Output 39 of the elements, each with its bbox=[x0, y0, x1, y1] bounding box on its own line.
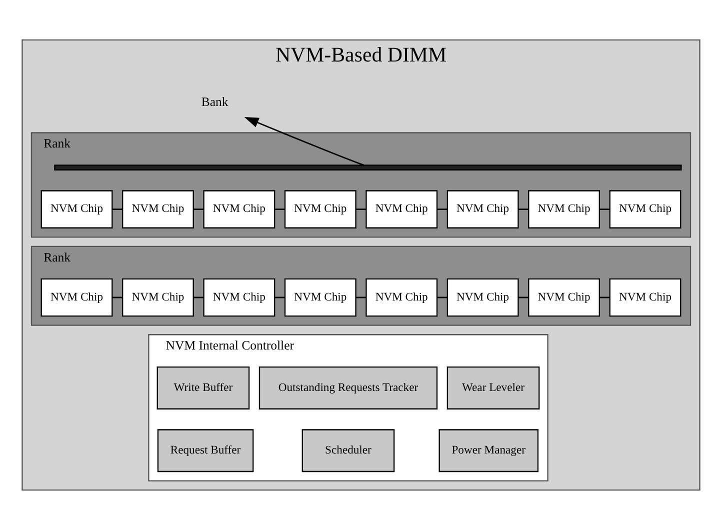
connector bbox=[518, 296, 528, 298]
node-box: NVM Chip bbox=[40, 278, 113, 316]
connector bbox=[518, 208, 528, 210]
node-box: NVM Chip bbox=[609, 190, 682, 228]
node-box: Wear Leveler bbox=[446, 366, 540, 409]
node-box: Outstanding Requests Tracker bbox=[258, 366, 438, 409]
node-box: NVM Chip bbox=[40, 190, 113, 228]
node-box: NVM Chip bbox=[366, 190, 438, 228]
node-text: Bank bbox=[201, 94, 228, 108]
node-bar bbox=[54, 164, 682, 170]
connector bbox=[437, 208, 448, 210]
node-box: Request Buffer bbox=[157, 428, 254, 472]
connector bbox=[112, 208, 122, 210]
node-box: NVM Chip bbox=[366, 278, 438, 316]
connector bbox=[194, 296, 204, 298]
node-box: NVM Chip bbox=[203, 278, 276, 316]
node-box: NVM Chip bbox=[203, 190, 276, 228]
connector bbox=[356, 208, 366, 210]
node-box: NVM Chip bbox=[284, 278, 356, 316]
arrow bbox=[244, 116, 364, 166]
connector bbox=[600, 296, 610, 298]
connector bbox=[274, 208, 285, 210]
node-box: Power Manager bbox=[438, 428, 538, 472]
node-box: NVM Chip bbox=[122, 190, 194, 228]
connector bbox=[600, 208, 610, 210]
node-box: NVM Chip bbox=[446, 190, 519, 228]
node-box: NVM Chip bbox=[609, 278, 682, 316]
node-box: NVM Chip bbox=[446, 278, 519, 316]
connector bbox=[194, 208, 204, 210]
node-box: NVM Chip bbox=[528, 190, 600, 228]
connector bbox=[437, 296, 448, 298]
node-box: NVM Chip bbox=[122, 278, 194, 316]
node-box: NVM Chip bbox=[528, 278, 600, 316]
node-box: Scheduler bbox=[302, 428, 395, 472]
node-box: Write Buffer bbox=[156, 366, 250, 409]
connector bbox=[112, 296, 122, 298]
connector bbox=[274, 296, 285, 298]
node-box: NVM Chip bbox=[284, 190, 356, 228]
connector bbox=[356, 296, 366, 298]
